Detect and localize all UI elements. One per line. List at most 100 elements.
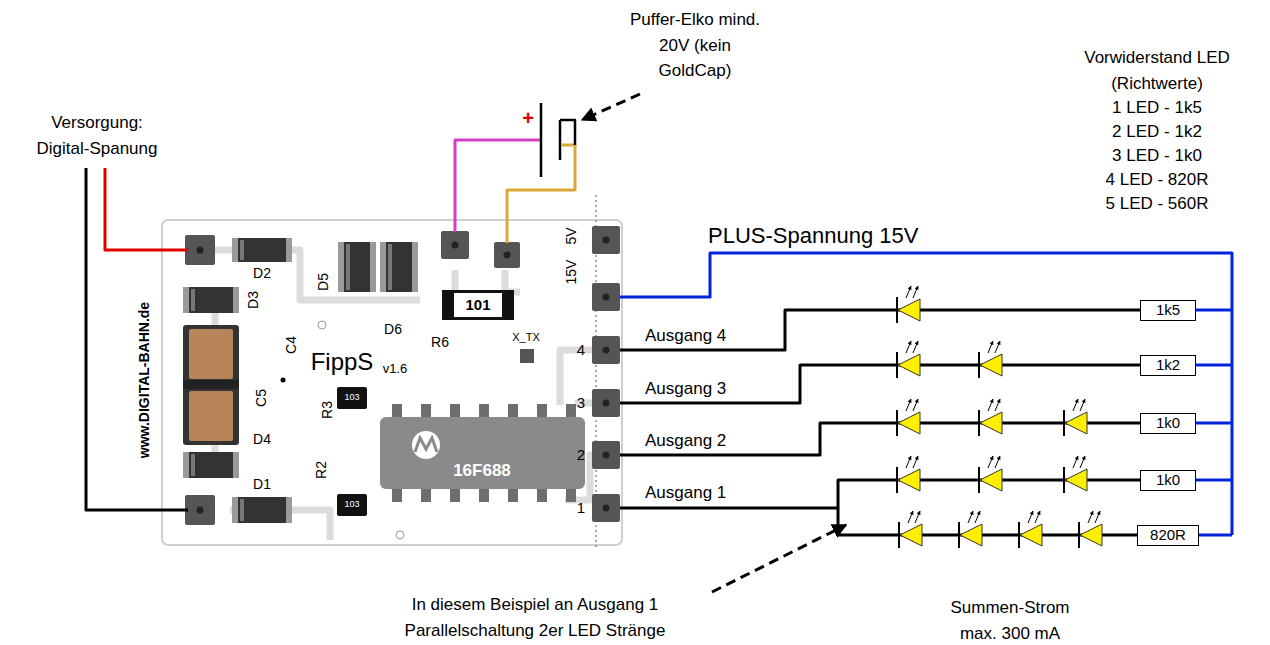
pad-hole bbox=[603, 294, 610, 301]
diode-terminal bbox=[233, 287, 239, 313]
pad-hole bbox=[197, 247, 204, 254]
silkscreen-label: D1 bbox=[253, 477, 271, 492]
solder-pad bbox=[441, 231, 469, 259]
node-text: 1k5 bbox=[1156, 302, 1180, 319]
led-light-arrow bbox=[913, 286, 918, 298]
resistor-box: 1k0 bbox=[1140, 470, 1196, 491]
plus-bus-stub bbox=[1190, 422, 1232, 425]
led-triangle bbox=[980, 354, 1002, 376]
led-light-arrow bbox=[908, 511, 913, 523]
microcontroller-chip: 16F688 bbox=[380, 417, 585, 489]
smd-resistor: 103 bbox=[337, 387, 367, 409]
annotation: 1 LED - 1k5 bbox=[1112, 95, 1202, 121]
chip-pin bbox=[450, 404, 460, 418]
callout-arrow bbox=[582, 94, 640, 120]
diode-band bbox=[388, 244, 392, 290]
smd-diode bbox=[232, 497, 292, 523]
silkscreen-label: v1.6 bbox=[383, 362, 408, 376]
pcb-trace bbox=[452, 270, 459, 292]
led-light-arrow bbox=[1035, 511, 1040, 523]
solder-pad bbox=[592, 494, 620, 522]
led-symbol bbox=[1079, 511, 1102, 548]
led-bar bbox=[896, 297, 898, 323]
pcb-trace bbox=[505, 270, 520, 292]
callout-arrow bbox=[712, 525, 846, 592]
pad-hole bbox=[452, 242, 459, 249]
annotation: 5 LED - 560R bbox=[1106, 191, 1209, 217]
chip-pin bbox=[479, 404, 489, 418]
node-text: 1k0 bbox=[1156, 415, 1180, 432]
solder-pad bbox=[185, 495, 215, 525]
led-triangle bbox=[1065, 469, 1087, 491]
solder-pad bbox=[494, 242, 520, 268]
capacitor-body bbox=[183, 325, 239, 383]
led-bar bbox=[978, 467, 980, 493]
led-symbol bbox=[979, 456, 1002, 493]
diode-terminal bbox=[232, 238, 238, 262]
silkscreen-label: D3 bbox=[246, 291, 261, 309]
led-symbol bbox=[899, 511, 922, 548]
led-light-arrow bbox=[1095, 511, 1100, 523]
output-wire bbox=[620, 480, 1140, 508]
annotation: PLUS-Spannung 15V bbox=[708, 219, 918, 252]
solder-pad bbox=[592, 441, 620, 469]
silkscreen-dot bbox=[281, 378, 286, 383]
silkscreen-label: D5 bbox=[316, 273, 331, 291]
capacitor-plate-minus bbox=[559, 120, 562, 160]
smd-resistor: 101 bbox=[442, 290, 514, 320]
led-symbol bbox=[897, 456, 920, 493]
chip-pin bbox=[479, 488, 489, 502]
led-triangle bbox=[898, 469, 920, 491]
silkscreen-label: D4 bbox=[253, 432, 271, 447]
diode-terminal bbox=[183, 287, 189, 313]
led-light-arrow bbox=[913, 399, 918, 411]
node-text: 103 bbox=[344, 393, 359, 403]
led-triangle bbox=[898, 354, 920, 376]
led-triangle bbox=[980, 412, 1002, 434]
silkscreen-label: D2 bbox=[253, 266, 271, 281]
solder-pad bbox=[592, 389, 620, 417]
chip-pin bbox=[537, 404, 547, 418]
diode-terminal bbox=[370, 242, 376, 292]
diode-band bbox=[191, 454, 195, 476]
led-light-arrow bbox=[1073, 399, 1078, 411]
via bbox=[318, 321, 326, 329]
led-bar bbox=[1018, 522, 1020, 548]
diode-terminal bbox=[233, 452, 239, 478]
led-symbol bbox=[1019, 511, 1042, 548]
annotation: 4 LED - 820R bbox=[1106, 167, 1209, 193]
plus-bus bbox=[620, 253, 1232, 535]
solder-pad bbox=[592, 336, 620, 364]
smd-diode bbox=[338, 242, 376, 292]
led-light-arrow bbox=[1088, 511, 1093, 523]
plus-bus-stub bbox=[1190, 364, 1232, 367]
led-bar bbox=[1078, 522, 1080, 548]
diode-band bbox=[191, 289, 195, 311]
led-symbol bbox=[897, 341, 920, 378]
node-text: 103 bbox=[344, 500, 359, 510]
led-triangle bbox=[898, 412, 920, 434]
capacitor-wire-plus bbox=[455, 140, 540, 232]
led-light-arrow bbox=[995, 456, 1000, 468]
chip-pin bbox=[450, 488, 460, 502]
led-symbol bbox=[979, 399, 1002, 436]
diode-band bbox=[240, 240, 244, 260]
led-symbol bbox=[979, 341, 1002, 378]
resistor-box: 1k2 bbox=[1140, 355, 1196, 376]
smd-diode bbox=[183, 452, 239, 478]
led-triangle bbox=[898, 299, 920, 321]
diode-terminal bbox=[183, 452, 189, 478]
led-light-arrow bbox=[995, 399, 1000, 411]
pad-hole bbox=[603, 347, 610, 354]
led-light-arrow bbox=[1080, 399, 1085, 411]
resistor-box: 820R bbox=[1137, 525, 1199, 546]
watermark: www.DIGITAL-BAHN.de bbox=[137, 302, 152, 458]
chip-pin bbox=[392, 404, 402, 418]
silkscreen-label: 1 bbox=[577, 500, 585, 517]
silkscreen-label: R3 bbox=[320, 401, 335, 419]
plus-bus-stub bbox=[1190, 479, 1232, 482]
capacitor-plate-plus bbox=[540, 103, 543, 177]
led-light-arrow bbox=[988, 456, 993, 468]
chip-pin bbox=[421, 404, 431, 418]
led-triangle bbox=[1020, 524, 1042, 546]
